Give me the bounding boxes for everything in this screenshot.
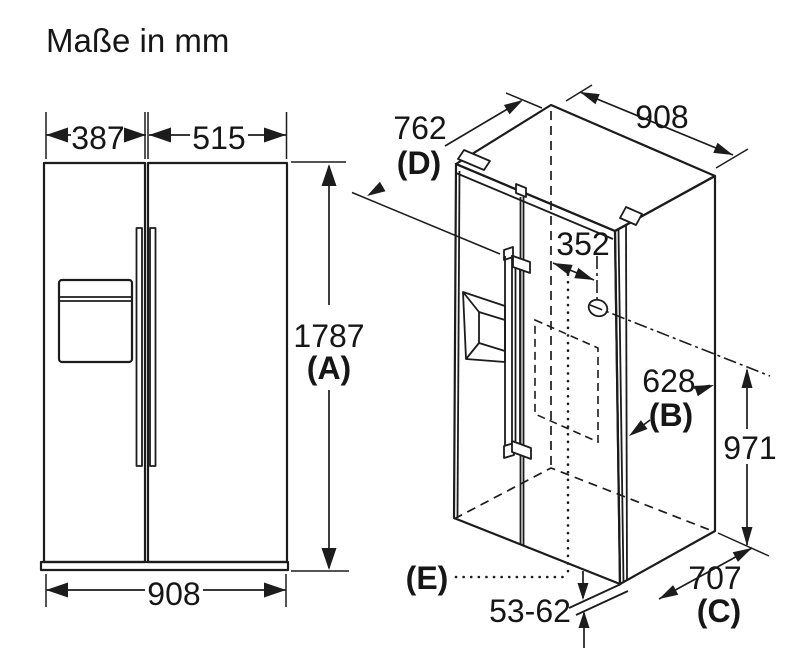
reference-E: (E) [406,265,570,596]
plinth-top-line [568,583,622,609]
dim-label-762: 762 [393,110,446,146]
dim-key-A: (A) [307,350,351,386]
extension-to-handle [351,191,501,255]
arrowhead [264,127,286,143]
arrowhead [741,527,753,546]
dim-label-971: 971 [723,430,776,466]
front-right-door-handle [149,227,157,467]
dim-key-E: (E) [406,560,449,596]
arrowhead [694,385,714,397]
arrowhead [553,263,573,276]
arrowhead [580,92,600,105]
dimension-height: 1787 (A) [291,161,365,572]
front-left-door-handle [135,227,143,467]
handle-top-bracket [512,255,531,274]
dim-key-D: (D) [397,145,441,181]
arrowhead [149,127,171,143]
dimension-depth-without-doors: 628 (B) [629,363,714,436]
front-base-plinth [39,560,290,572]
dimension-water-height: 971 [717,368,777,557]
page-title: Maße in mm [46,22,229,59]
hinge-cover-left [457,149,491,171]
arrowhead [659,585,679,599]
dim-label-387: 387 [71,120,124,156]
centerline-diagonal [589,304,771,377]
floor-line [575,590,629,616]
dimension-front-width: 908 [45,574,287,612]
door-divider-cap [515,183,527,198]
dim-key-B: (B) [649,397,693,433]
arrowhead [46,582,68,598]
arrowhead [321,164,337,186]
handle-bottom-bracket [511,440,532,460]
arrowhead [629,420,648,436]
dim-label-352: 352 [556,226,609,262]
dispenser-recess [478,311,506,352]
dim-label-53-62: 53-62 [489,593,571,629]
door-top-rim-line [455,172,614,240]
dim-label-515: 515 [192,120,245,156]
water-valve-circle [587,298,609,318]
front-view: 387 515 1787 (A) [39,112,365,612]
dim-label-908-front: 908 [147,576,200,612]
dimension-water-offset: 352 [552,226,610,281]
dispenser-panel [462,291,506,363]
arrowhead [574,267,594,280]
iso-door-handles [503,246,532,460]
dimension-right-door-width: 515 [147,112,288,159]
arrowhead [741,368,753,388]
arrowhead [367,181,386,196]
door-seam-side-face [625,223,628,581]
arrowhead [124,127,146,143]
hidden-niche-outline [534,318,599,444]
front-dispenser [57,278,134,364]
arrowhead [578,611,590,628]
arrowhead [503,100,523,115]
front-right-door [146,161,289,564]
arrowhead [713,142,733,155]
dim-label-628: 628 [642,363,695,399]
cabinet-right-face [613,174,717,586]
arrowhead [732,548,752,562]
dim-key-C: (C) [697,593,741,629]
dimension-left-door-width: 387 [45,112,146,159]
iso-dispenser [462,291,506,363]
arrowhead [577,583,589,600]
water-connection [587,256,771,377]
hidden-bottom-edges [453,467,716,533]
dim-label-707: 707 [688,560,741,596]
dimension-iso-width: 908 [565,84,749,169]
isometric-view: (E) 762 (D) 908 352 [351,84,777,648]
arrowhead [46,127,68,143]
dimension-depth-c: 707 (C) [658,547,753,629]
hinge-cover-front [619,206,643,226]
front-door-left-edge [456,170,461,518]
front-corner-inner-edge [617,229,625,584]
dim-label-908-iso: 908 [635,99,688,135]
dispenser-panel [57,278,134,364]
arrowhead [321,548,337,570]
dimension-plinth-height: 53-62 [489,571,590,648]
arrowhead [264,582,286,598]
dimension-depth: 762 (D) [351,92,543,255]
dim-label-1787: 1787 [293,318,364,354]
